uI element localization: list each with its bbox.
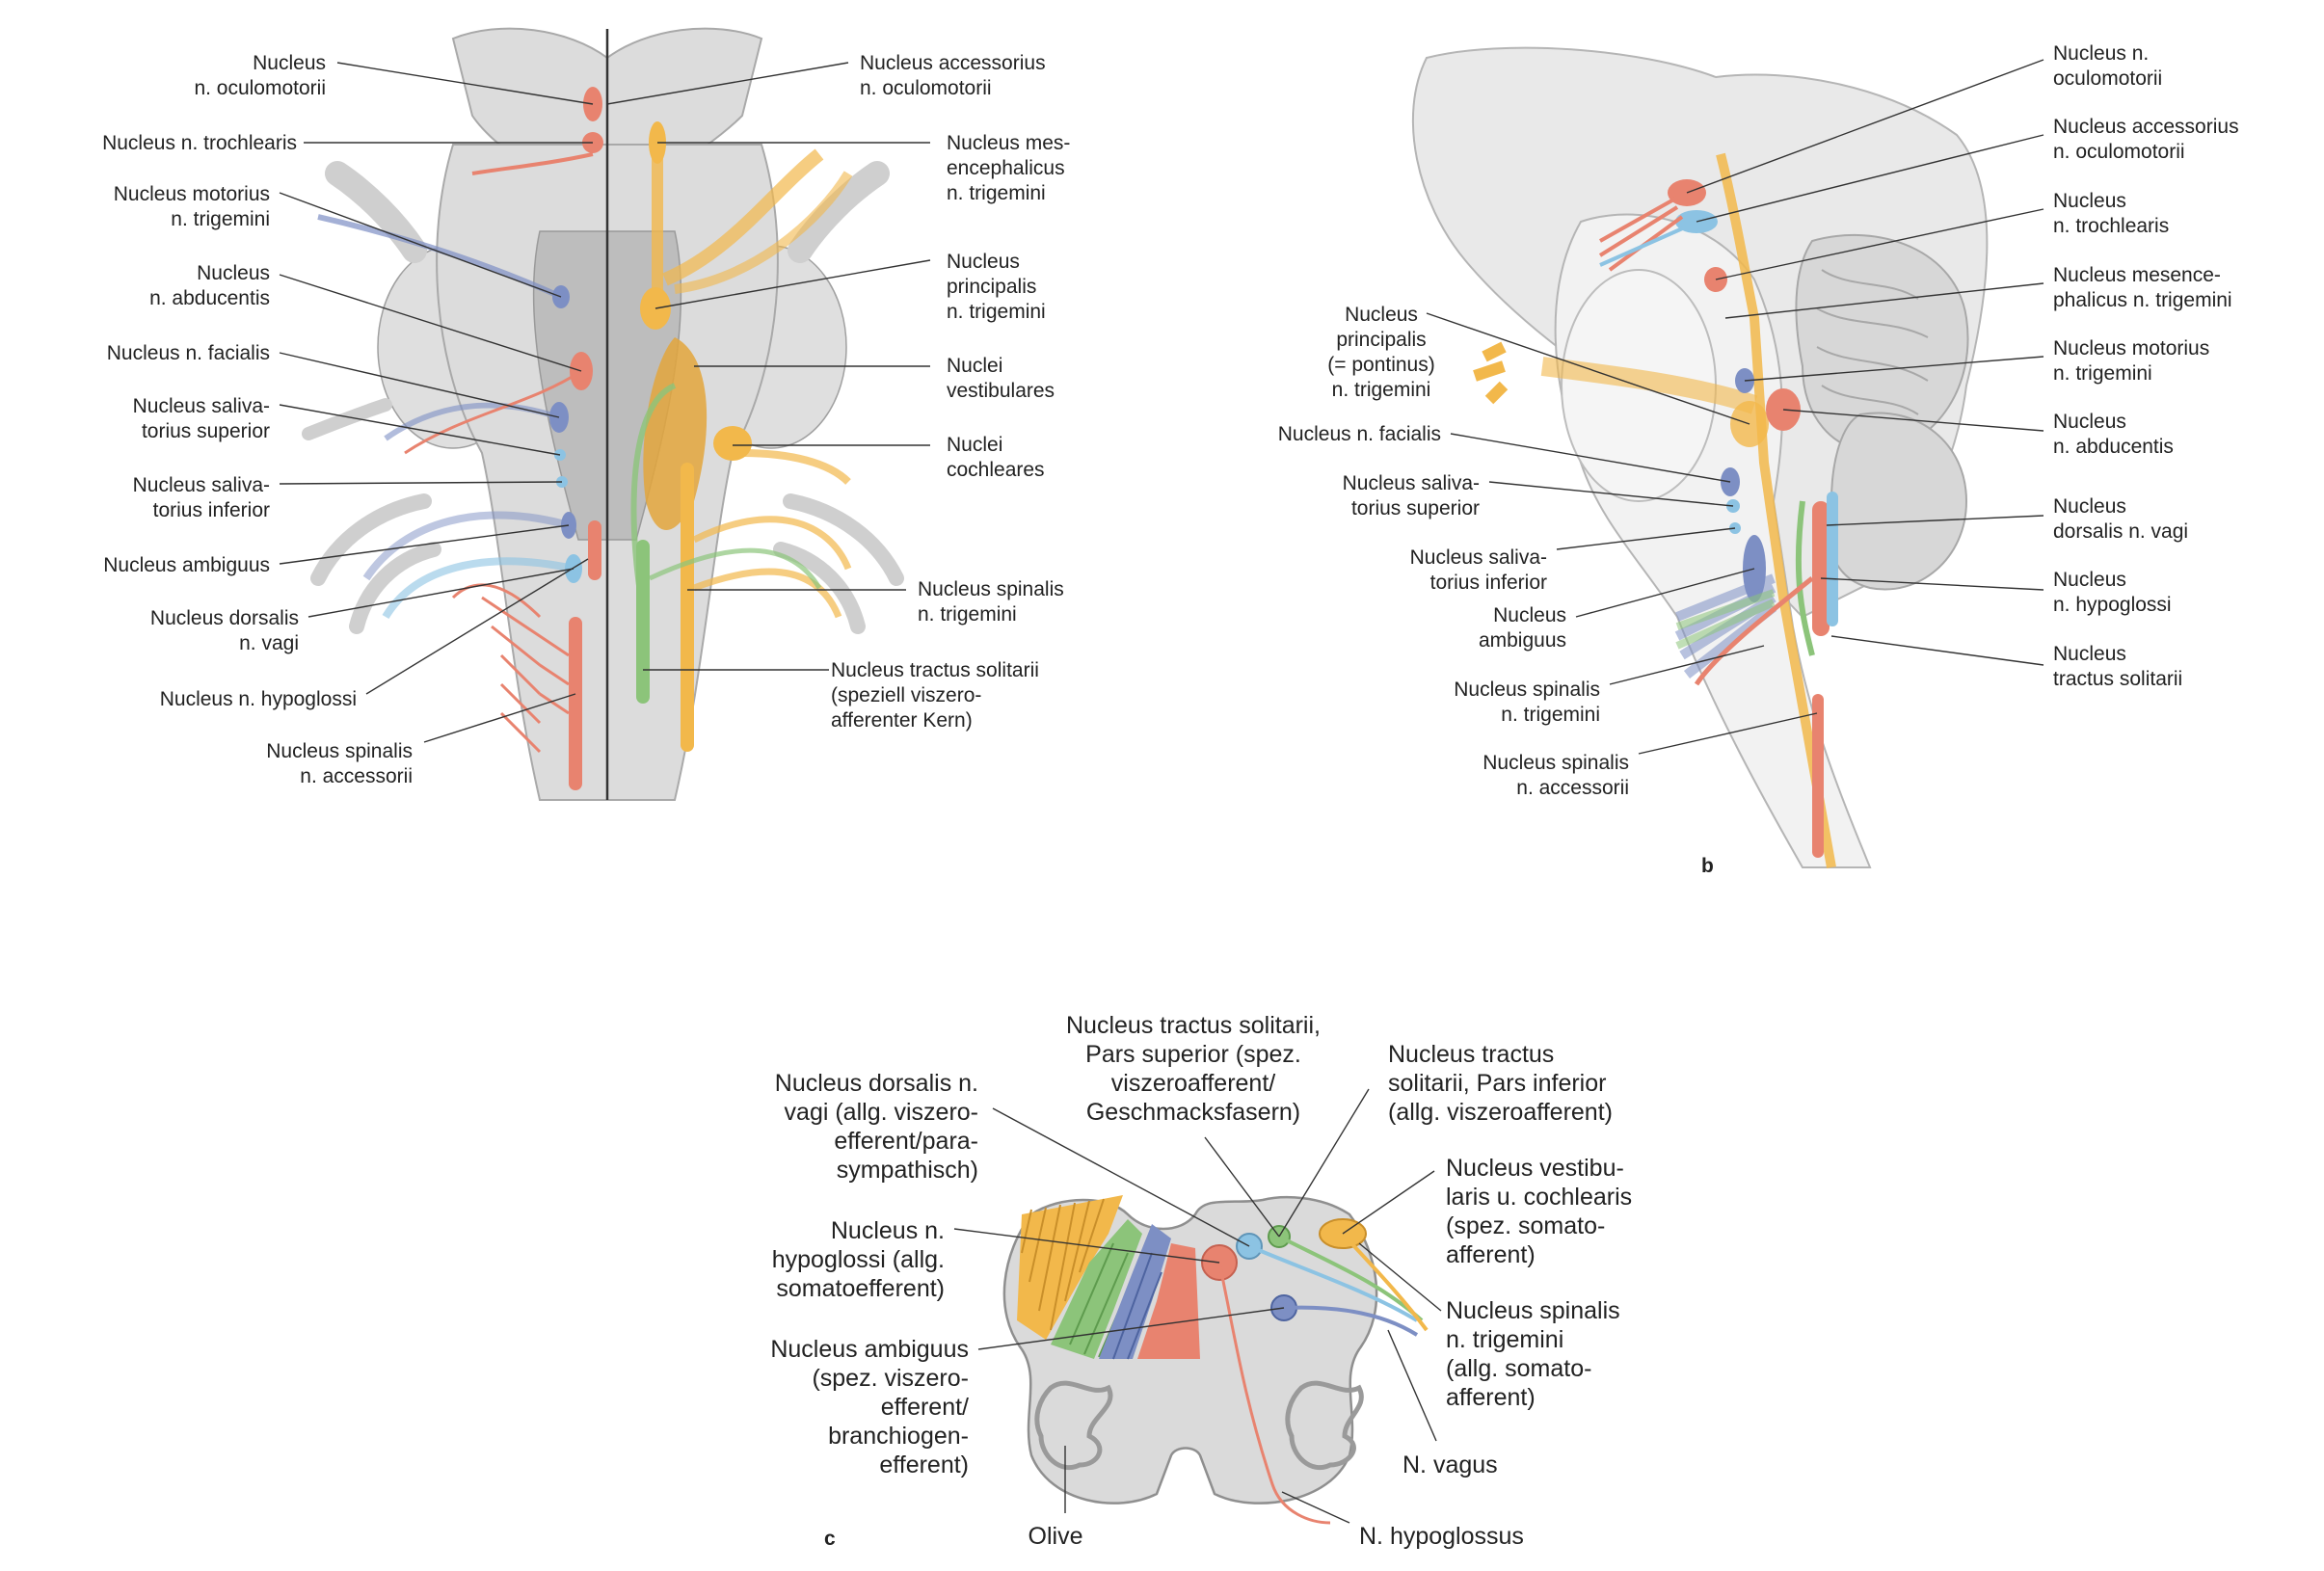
label-c-9: N. hypoglossus — [1359, 1523, 1524, 1550]
label-a-right-6: Nucleus tractus solitarii(speziell visze… — [831, 659, 1039, 732]
panel-b-leaders-right — [1686, 59, 2044, 666]
label-a-left-4: Nucleus n. facialis — [107, 342, 270, 364]
label-c-2: Nucleus dorsalis n.vagi (allg. viszero-e… — [775, 1070, 978, 1184]
panel-c-labels: Nucleus tractus solitarii,Pars superior … — [770, 1012, 1632, 1550]
label-a-left-6: Nucleus saliva-torius inferior — [133, 474, 270, 521]
label-a-left-9: Nucleus n. hypoglossi — [160, 688, 357, 710]
label-b-left-3: Nucleus saliva-torius inferior — [1410, 546, 1547, 594]
panel-b-illustration — [1411, 46, 1989, 868]
panel-a-leaders-left — [279, 62, 594, 743]
panel-a-illustration — [302, 27, 904, 801]
label-c-6: Nucleus ambiguus(spez. viszero-efferent/… — [770, 1336, 969, 1478]
panel-c-illustration — [1002, 1195, 1429, 1525]
label-a-left-1: Nucleus n. trochlearis — [102, 132, 297, 154]
label-c-7: N. vagus — [1402, 1451, 1498, 1478]
label-c-0: Nucleus tractus solitarii,Pars superior … — [1066, 1012, 1321, 1126]
label-a-left-5: Nucleus saliva-torius superior — [133, 395, 270, 442]
label-b-left-2: Nucleus saliva-torius superior — [1343, 472, 1480, 519]
panel-c-leaders — [953, 1088, 1442, 1524]
label-c-4: Nucleus n.hypoglossi (allg.somatoefferen… — [772, 1217, 945, 1302]
panel-b-letter: b — [1701, 855, 1714, 877]
panel-c-letter: c — [824, 1528, 836, 1550]
panel-a-leaders-right — [606, 62, 931, 671]
panel-b-labels-right: Nucleus n.oculomotorii Nucleus accessori… — [2053, 42, 2239, 690]
panel-b-leaders-left — [1426, 312, 1818, 755]
label-c-8: Olive — [1028, 1523, 1083, 1550]
label-b-right-3: Nucleus mesence-phalicus n. trigemini — [2053, 264, 2232, 311]
label-b-right-0: Nucleus n.oculomotorii — [2053, 42, 2162, 90]
label-a-left-7: Nucleus ambiguus — [103, 554, 270, 576]
label-b-left-1: Nucleus n. facialis — [1278, 423, 1441, 445]
label-c-3: Nucleus vestibu-laris u. cochlearis(spez… — [1446, 1155, 1632, 1268]
